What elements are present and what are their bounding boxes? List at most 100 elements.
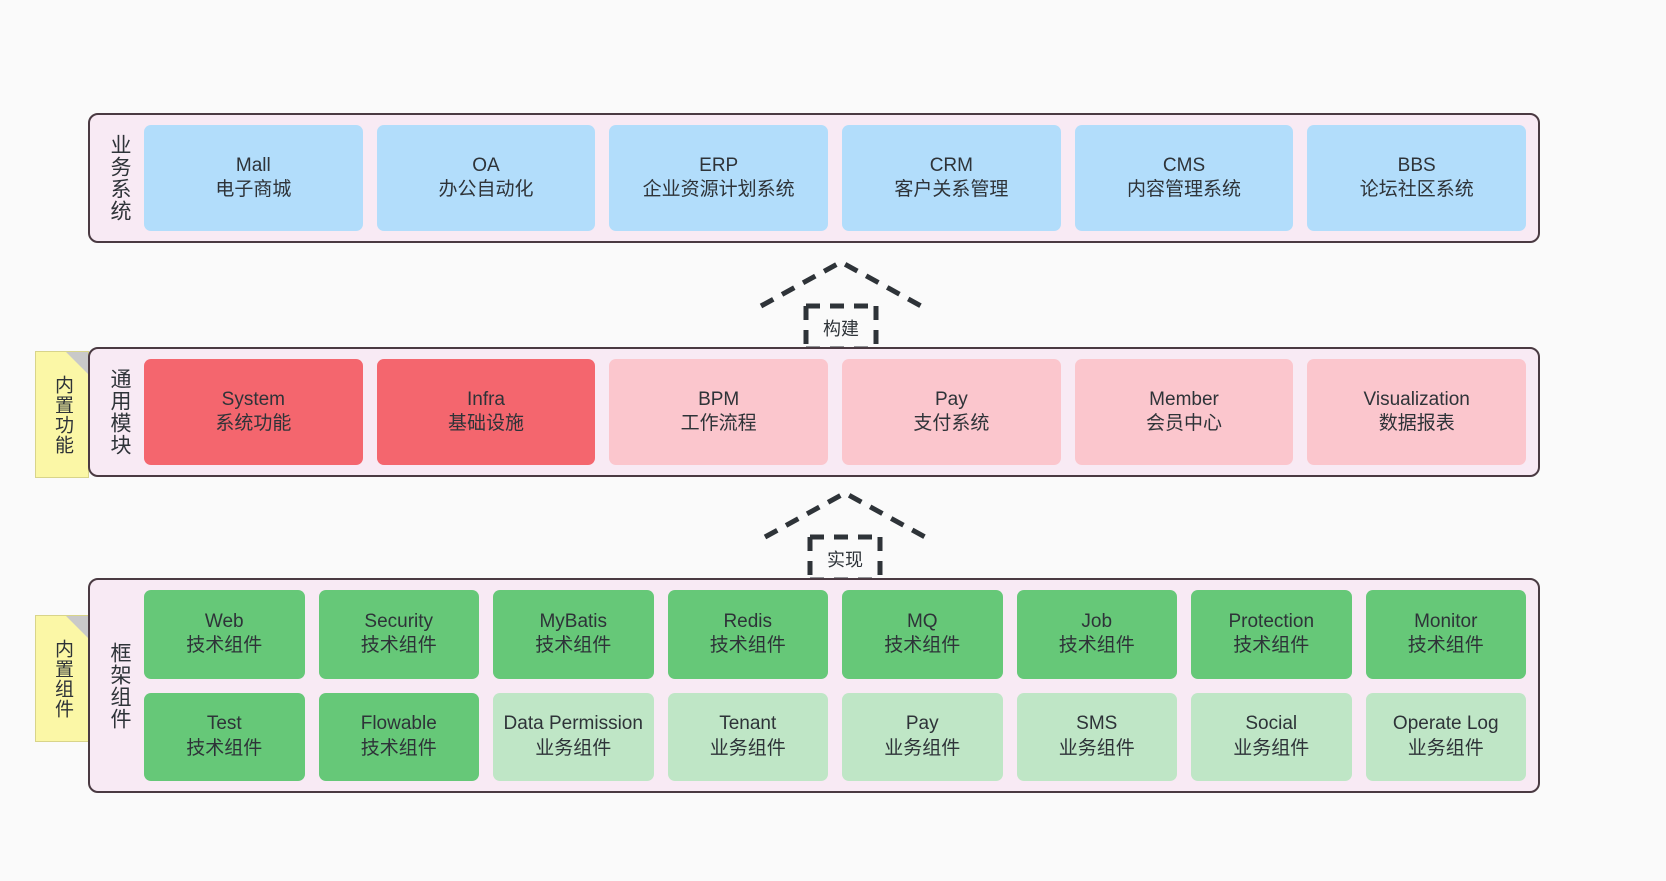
card-subtitle: 电子商城 bbox=[215, 179, 292, 200]
card-subtitle: 客户关系管理 bbox=[894, 179, 1009, 200]
card-title: Test bbox=[206, 713, 242, 735]
card-title: System bbox=[221, 388, 286, 410]
card-visualization[interactable]: Visualization 数据报表 bbox=[1307, 359, 1527, 465]
card-member[interactable]: Member 会员中心 bbox=[1074, 359, 1294, 465]
card-subtitle: 技术组件 bbox=[360, 737, 437, 759]
card-data-permission[interactable]: Data Permission 业务组件 bbox=[493, 692, 654, 781]
connector-build-label: 构建 bbox=[823, 319, 859, 339]
card-mybatis[interactable]: MyBatis 技术组件 bbox=[493, 590, 654, 679]
card-title: MQ bbox=[906, 610, 938, 632]
business-card-grid: Mall 电子商城 OA 办公自动化 ERP 企业资源计划系统 CRM 客户关系… bbox=[136, 125, 1527, 231]
card-title: Protection bbox=[1228, 610, 1315, 632]
card-subtitle: 会员中心 bbox=[1146, 413, 1223, 434]
card-erp[interactable]: ERP 企业资源计划系统 bbox=[609, 125, 829, 231]
card-test[interactable]: Test 技术组件 bbox=[144, 692, 305, 781]
layer-common-module: 通用模块 System 系统功能 Infra 基础设施 BPM 工作流程 Pay… bbox=[88, 347, 1540, 477]
card-pay[interactable]: Pay 支付系统 bbox=[842, 359, 1061, 465]
card-title: CMS bbox=[1162, 154, 1206, 176]
sticky-note-builtin-function: 内置功能 bbox=[35, 351, 89, 478]
card-bbs[interactable]: BBS 论坛社区系统 bbox=[1307, 125, 1527, 231]
sticky-note-label: 内置功能 bbox=[51, 374, 73, 455]
card-subtitle: 业务组件 bbox=[884, 737, 961, 759]
card-tenant[interactable]: Tenant 业务组件 bbox=[667, 692, 828, 781]
layer-business-system: 业务系统 Mall 电子商城 OA 办公自动化 ERP 企业资源计划系统 CRM… bbox=[88, 113, 1540, 243]
card-bpm[interactable]: BPM 工作流程 bbox=[609, 359, 829, 465]
card-title: Redis bbox=[723, 610, 773, 632]
card-title: Job bbox=[1081, 610, 1113, 632]
card-crm[interactable]: CRM 客户关系管理 bbox=[842, 125, 1061, 231]
card-subtitle: 企业资源计划系统 bbox=[642, 179, 795, 200]
card-title: BPM bbox=[698, 388, 740, 410]
card-title: MyBatis bbox=[539, 610, 608, 632]
card-subtitle: 技术组件 bbox=[1058, 635, 1135, 657]
card-subtitle: 业务组件 bbox=[535, 737, 612, 759]
card-subtitle: 论坛社区系统 bbox=[1359, 179, 1474, 200]
card-title: Pay bbox=[905, 713, 939, 735]
layer-title-common-module: 通用模块 bbox=[108, 368, 132, 456]
card-infra[interactable]: Infra 基础设施 bbox=[376, 359, 596, 465]
card-subtitle: 工作流程 bbox=[680, 413, 757, 434]
card-flowable[interactable]: Flowable 技术组件 bbox=[318, 692, 479, 781]
layer-title-framework-component: 框架组件 bbox=[108, 641, 132, 730]
framework-card-row-business: Test 技术组件 Flowable 技术组件 Data Permission … bbox=[144, 692, 1526, 781]
card-title: Flowable bbox=[360, 713, 437, 735]
card-title: Web bbox=[204, 610, 244, 632]
card-subtitle: 技术组件 bbox=[1407, 635, 1484, 657]
card-mq[interactable]: MQ 技术组件 bbox=[842, 590, 1003, 679]
card-sms[interactable]: SMS 业务组件 bbox=[1016, 692, 1177, 781]
card-subtitle: 技术组件 bbox=[535, 635, 612, 657]
card-title: Member bbox=[1149, 388, 1219, 410]
card-web[interactable]: Web 技术组件 bbox=[144, 590, 305, 679]
card-title: Data Permission bbox=[503, 713, 643, 735]
card-title: Security bbox=[364, 610, 434, 632]
card-subtitle: 技术组件 bbox=[186, 635, 263, 657]
card-redis[interactable]: Redis 技术组件 bbox=[667, 590, 828, 679]
card-monitor[interactable]: Monitor 技术组件 bbox=[1365, 590, 1526, 679]
card-oa[interactable]: OA 办公自动化 bbox=[376, 125, 596, 231]
card-mall[interactable]: Mall 电子商城 bbox=[144, 125, 363, 231]
card-title: BBS bbox=[1397, 154, 1436, 176]
card-title: SMS bbox=[1076, 713, 1118, 735]
card-subtitle: 业务组件 bbox=[1233, 737, 1310, 759]
business-card-row: Mall 电子商城 OA 办公自动化 ERP 企业资源计划系统 CRM 客户关系… bbox=[144, 125, 1527, 231]
layer-framework-component: 框架组件 Web 技术组件 Security 技术组件 MyBatis 技术组件… bbox=[88, 578, 1540, 793]
card-title: Visualization bbox=[1363, 388, 1470, 410]
card-title: Social bbox=[1245, 713, 1298, 735]
card-title: OA bbox=[472, 154, 500, 176]
common-card-grid: System 系统功能 Infra 基础设施 BPM 工作流程 Pay 支付系统… bbox=[136, 359, 1527, 465]
card-subtitle: 内容管理系统 bbox=[1127, 179, 1242, 200]
card-subtitle: 业务组件 bbox=[1407, 737, 1484, 759]
card-subtitle: 技术组件 bbox=[709, 635, 786, 657]
card-security[interactable]: Security 技术组件 bbox=[318, 590, 479, 679]
connector-build: 构建 bbox=[751, 256, 931, 351]
card-title: ERP bbox=[699, 154, 739, 176]
card-title: Infra bbox=[466, 388, 506, 410]
card-subtitle: 办公自动化 bbox=[438, 179, 534, 200]
card-system[interactable]: System 系统功能 bbox=[144, 359, 363, 465]
sticky-note-builtin-component: 内置组件 bbox=[35, 615, 89, 742]
connector-realize: 实现 bbox=[755, 487, 935, 582]
card-title: Tenant bbox=[719, 713, 777, 735]
card-subtitle: 业务组件 bbox=[709, 737, 786, 759]
framework-card-row-tech: Web 技术组件 Security 技术组件 MyBatis 技术组件 Redi… bbox=[144, 590, 1526, 679]
framework-card-grid: Web 技术组件 Security 技术组件 MyBatis 技术组件 Redi… bbox=[136, 590, 1526, 781]
layer-title-business-system: 业务系统 bbox=[108, 134, 132, 222]
card-title: Monitor bbox=[1414, 610, 1478, 632]
card-protection[interactable]: Protection 技术组件 bbox=[1191, 590, 1352, 679]
card-title: CRM bbox=[929, 154, 973, 176]
card-subtitle: 数据报表 bbox=[1378, 413, 1455, 434]
card-cms[interactable]: CMS 内容管理系统 bbox=[1074, 125, 1294, 231]
card-subtitle: 支付系统 bbox=[913, 413, 990, 434]
connector-realize-label: 实现 bbox=[827, 550, 863, 570]
common-card-row: System 系统功能 Infra 基础设施 BPM 工作流程 Pay 支付系统… bbox=[144, 359, 1527, 465]
card-operate-log[interactable]: Operate Log 业务组件 bbox=[1365, 692, 1526, 781]
sticky-note-label: 内置组件 bbox=[51, 638, 73, 719]
card-social[interactable]: Social 业务组件 bbox=[1191, 692, 1352, 781]
card-title: Operate Log bbox=[1392, 713, 1499, 735]
card-job[interactable]: Job 技术组件 bbox=[1016, 590, 1177, 679]
card-pay-component[interactable]: Pay 业务组件 bbox=[842, 692, 1003, 781]
card-subtitle: 系统功能 bbox=[215, 413, 292, 434]
card-subtitle: 技术组件 bbox=[186, 737, 263, 759]
card-subtitle: 技术组件 bbox=[1233, 635, 1310, 657]
